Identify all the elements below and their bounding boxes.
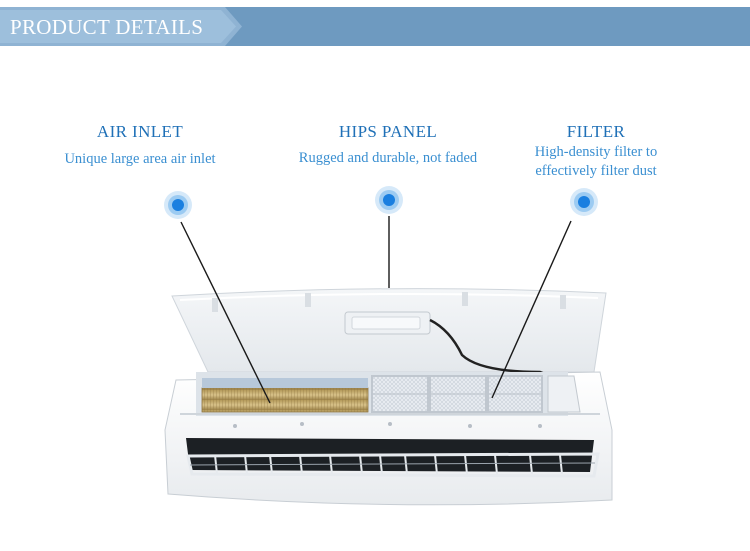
feature-description: High-density filter to effectively filte… <box>510 143 682 181</box>
feature-description-line: High-density filter to <box>534 144 658 160</box>
feature-hips-panel: HIPS PANEL Rugged and durable, not faded <box>270 122 506 168</box>
feature-description-line: Rugged and durable, not faded <box>298 150 478 166</box>
feature-description: Unique large area air inlet <box>40 150 240 169</box>
page-title: PRODUCT DETAILS <box>10 15 204 39</box>
feature-air-inlet: AIR INLET Unique large area air inlet <box>40 122 240 169</box>
filter-marker-icon <box>570 188 598 216</box>
feature-title: HIPS PANEL <box>338 122 438 141</box>
feature-title: FILTER <box>566 122 626 141</box>
header-tag <box>0 7 242 46</box>
feature-description-line: Unique large area air inlet <box>64 151 216 167</box>
feature-description: Rugged and durable, not faded <box>270 149 506 168</box>
feature-description-line: effectively filter dust <box>535 163 657 179</box>
hips-panel-marker-icon <box>375 186 403 214</box>
feature-filter: FILTER High-density filter to effectivel… <box>510 122 682 181</box>
feature-title: AIR INLET <box>96 122 184 141</box>
air-inlet-marker-icon <box>164 191 192 219</box>
